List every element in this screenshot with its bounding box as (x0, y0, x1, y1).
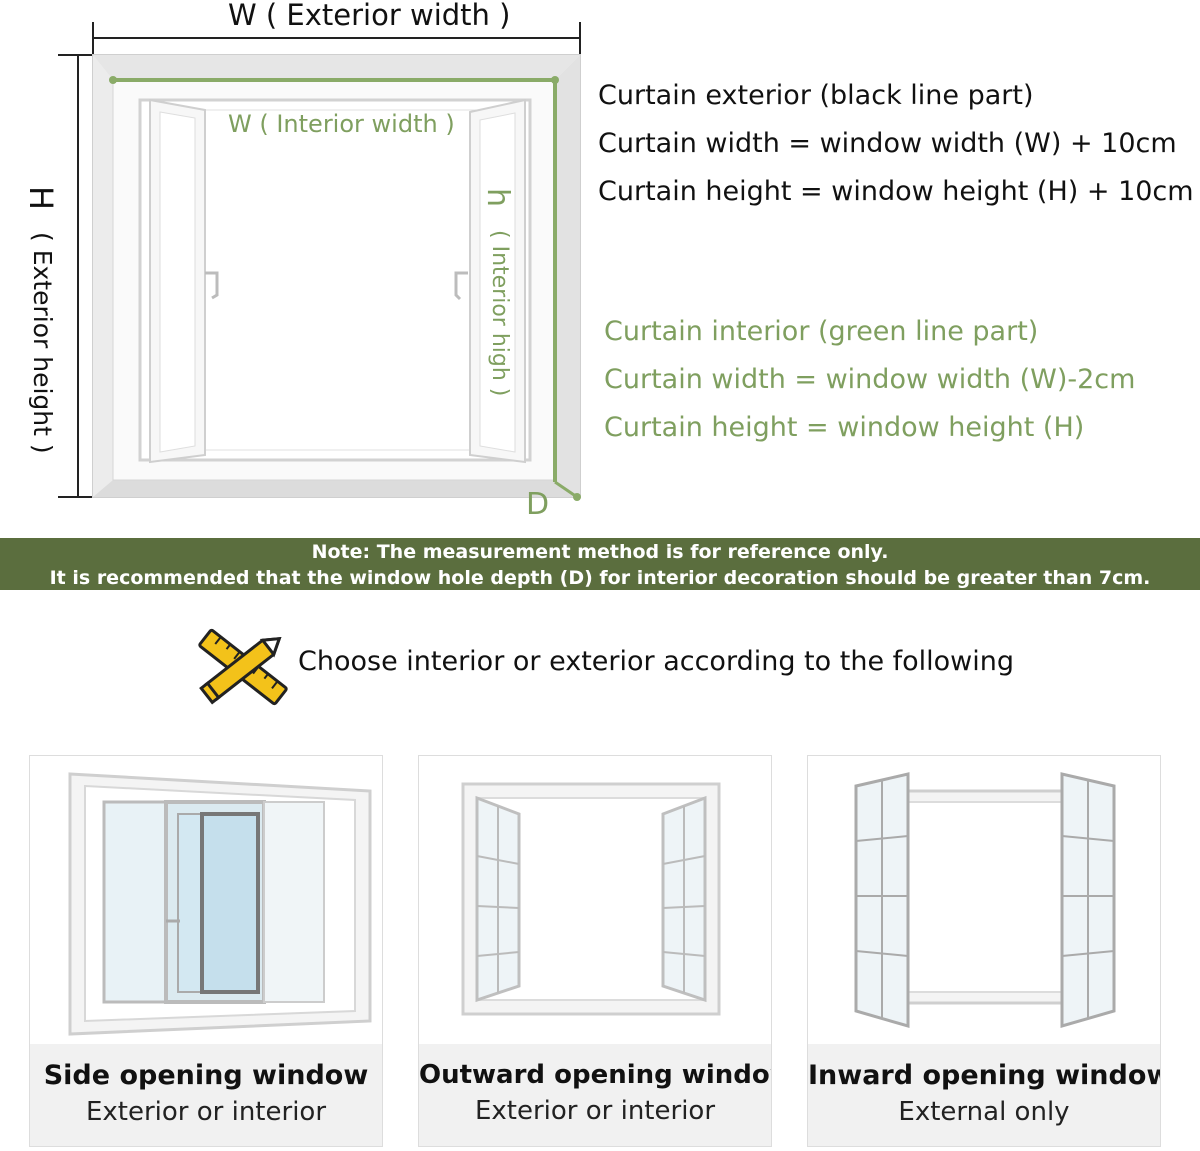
outward-opening-window-image (461, 782, 721, 1016)
measurement-diagram: W ( Exterior width ) H ( Exterior height… (0, 0, 600, 530)
note-line-2: It is recommended that the window hole d… (49, 567, 1151, 589)
window-card-caption: Inward opening window External only (808, 1044, 1160, 1146)
interior-width-rule: Curtain width = window width (W)-2cm (604, 364, 1136, 395)
window-card-caption: Side opening window Exterior or interior (30, 1044, 382, 1146)
exterior-width-rule: Curtain width = window width (W) + 10cm (598, 128, 1177, 159)
window-card-inward: Inward opening window External only (807, 755, 1161, 1147)
note-banner: Note: The measurement method is for refe… (0, 538, 1200, 590)
exterior-height-rule: Curtain height = window height (H) + 10c… (598, 176, 1194, 207)
side-opening-window-image (68, 772, 372, 1036)
window-type-subtitle: Exterior or interior (474, 1096, 716, 1126)
interior-height-letter: h (480, 188, 515, 208)
exterior-height-label: ( Exterior height ) (28, 232, 57, 454)
interior-height-label: ( Interior high ) (487, 230, 512, 397)
window-card-side: Side opening window Exterior or interior (29, 755, 383, 1147)
window-type-subtitle: Exterior or interior (85, 1097, 327, 1127)
interior-height-rule: Curtain height = window height (H) (604, 412, 1085, 443)
depth-label: D (526, 487, 550, 522)
note-line-1: Note: The measurement method is for refe… (311, 541, 889, 563)
window-type-title: Side opening window (43, 1060, 369, 1091)
interior-width-label: W ( Interior width ) (228, 110, 455, 138)
interior-info-title: Curtain interior (green line part) (604, 316, 1039, 347)
window-type-title: Outward opening window (419, 1060, 772, 1090)
window-card-caption: Outward opening window Exterior or inter… (419, 1044, 771, 1146)
window-card-outward: Outward opening window Exterior or inter… (418, 755, 772, 1147)
window-type-title: Inward opening window (808, 1060, 1161, 1091)
window-type-subtitle: External only (898, 1097, 1070, 1127)
exterior-height-letter-text: H (22, 186, 60, 211)
exterior-info-title: Curtain exterior (black line part) (598, 80, 1034, 111)
window-illustration (58, 22, 581, 501)
choose-text: Choose interior or exterior according to… (298, 646, 1015, 677)
ruler-pencil-icon (193, 622, 293, 712)
exterior-width-label: W ( Exterior width ) (228, 0, 511, 32)
inward-opening-window-image (854, 772, 1116, 1028)
